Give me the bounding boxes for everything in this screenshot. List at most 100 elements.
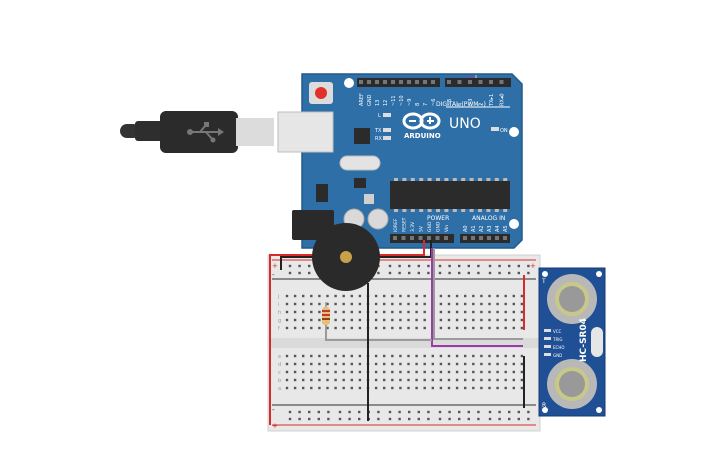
breadboard-hole[interactable] (391, 310, 394, 314)
breadboard-hole[interactable] (302, 386, 305, 390)
rail-hole[interactable] (508, 410, 511, 414)
breadboard-hole[interactable] (504, 294, 507, 298)
breadboard-hole[interactable] (383, 362, 386, 366)
breadboard-hole[interactable] (472, 302, 475, 306)
breadboard-hole[interactable] (447, 378, 451, 382)
breadboard-hole[interactable] (455, 370, 459, 374)
breadboard-hole[interactable] (447, 354, 451, 358)
breadboard-hole[interactable] (374, 326, 378, 330)
breadboard-hole[interactable] (350, 318, 353, 322)
breadboard-hole[interactable] (399, 362, 402, 366)
breadboard-hole[interactable] (472, 326, 475, 330)
hc-sr04-sensor[interactable]: HC-SR04 T R VCC TRIG ECHO GND (538, 267, 606, 417)
breadboard-hole[interactable] (374, 310, 378, 314)
breadboard-hole[interactable] (480, 378, 483, 382)
breadboard-hole[interactable] (374, 362, 378, 366)
rail-hole[interactable] (517, 417, 520, 421)
rail-hole[interactable] (417, 410, 420, 414)
piezo-buzzer[interactable] (312, 223, 380, 291)
digital-pin-hole[interactable] (499, 80, 504, 84)
breadboard-hole[interactable] (496, 294, 499, 298)
breadboard-hole[interactable] (350, 302, 353, 306)
breadboard-hole[interactable] (342, 310, 345, 314)
breadboard-hole[interactable] (407, 362, 410, 366)
breadboard-hole[interactable] (415, 302, 418, 306)
breadboard-hole[interactable] (423, 310, 426, 314)
breadboard-hole[interactable] (512, 302, 515, 306)
digital-pin-hole[interactable] (478, 80, 483, 84)
breadboard-hole[interactable] (496, 354, 499, 358)
breadboard-hole[interactable] (415, 354, 418, 358)
rail-hole[interactable] (388, 417, 392, 421)
breadboard-hole[interactable] (302, 310, 305, 314)
breadboard-hole[interactable] (399, 294, 402, 298)
breadboard-hole[interactable] (431, 362, 434, 366)
rail-hole[interactable] (438, 417, 442, 421)
rail-hole[interactable] (327, 417, 330, 421)
breadboard-hole[interactable] (358, 354, 362, 358)
breadboard-hole[interactable] (431, 386, 434, 390)
breadboard-hole[interactable] (472, 294, 475, 298)
breadboard-hole[interactable] (342, 302, 345, 306)
breadboard-hole[interactable] (326, 302, 329, 306)
breadboard-hole[interactable] (447, 302, 451, 306)
breadboard-hole[interactable] (464, 370, 467, 374)
breadboard-hole[interactable] (464, 378, 467, 382)
rail-hole[interactable] (327, 410, 330, 414)
breadboard-hole[interactable] (318, 378, 321, 382)
digital-pin-hole[interactable] (359, 80, 363, 84)
breadboard-hole[interactable] (334, 294, 337, 298)
digital-pin-hole[interactable] (468, 80, 472, 84)
breadboard-hole[interactable] (285, 310, 289, 314)
rail-hole[interactable] (348, 417, 351, 421)
breadboard-hole[interactable] (358, 370, 362, 374)
breadboard-hole[interactable] (496, 378, 499, 382)
rail-hole[interactable] (377, 410, 380, 414)
breadboard-hole[interactable] (302, 326, 305, 330)
rail-hole[interactable] (377, 417, 380, 421)
breadboard-hole[interactable] (285, 318, 289, 322)
rail-hole[interactable] (377, 271, 380, 275)
breadboard-hole[interactable] (326, 378, 329, 382)
breadboard-hole[interactable] (512, 354, 515, 358)
rail-hole[interactable] (408, 271, 411, 275)
breadboard-hole[interactable] (318, 386, 321, 390)
breadboard-hole[interactable] (464, 326, 467, 330)
breadboard-hole[interactable] (399, 326, 402, 330)
breadboard-hole[interactable] (342, 326, 345, 330)
analog-pin-hole[interactable] (479, 236, 483, 240)
breadboard-hole[interactable] (504, 378, 507, 382)
rail-hole[interactable] (358, 410, 361, 414)
breadboard-hole[interactable] (415, 326, 418, 330)
breadboard-hole[interactable] (383, 310, 386, 314)
rail-hole[interactable] (308, 264, 311, 268)
breadboard-hole[interactable] (358, 294, 362, 298)
breadboard-hole[interactable] (391, 354, 394, 358)
breadboard-hole[interactable] (293, 354, 297, 358)
digital-pin-holes[interactable] (359, 80, 504, 84)
breadboard-hole[interactable] (512, 318, 515, 322)
breadboard-hole[interactable] (455, 362, 459, 366)
breadboard-hole[interactable] (334, 310, 337, 314)
breadboard-hole[interactable] (415, 362, 418, 366)
breadboard-hole[interactable] (391, 362, 394, 366)
power-pin-hole[interactable] (401, 236, 406, 240)
breadboard-hole[interactable] (326, 386, 329, 390)
breadboard-hole[interactable] (383, 386, 386, 390)
breadboard-hole[interactable] (334, 326, 337, 330)
rail-hole[interactable] (467, 271, 470, 275)
breadboard-hole[interactable] (423, 326, 426, 330)
breadboard-hole[interactable] (407, 378, 410, 382)
rail-hole[interactable] (398, 264, 401, 268)
rail-hole[interactable] (417, 417, 420, 421)
breadboard-hole[interactable] (374, 370, 378, 374)
breadboard-hole[interactable] (374, 318, 378, 322)
breadboard-hole[interactable] (431, 370, 434, 374)
breadboard-holes[interactable] (285, 264, 530, 421)
breadboard-hole[interactable] (520, 326, 524, 330)
digital-pin-hole[interactable] (423, 80, 427, 84)
breadboard-hole[interactable] (488, 354, 491, 358)
wire-echo-purple[interactable] (431, 248, 523, 347)
breadboard-hole[interactable] (512, 370, 515, 374)
digital-pin-hole[interactable] (367, 80, 371, 84)
